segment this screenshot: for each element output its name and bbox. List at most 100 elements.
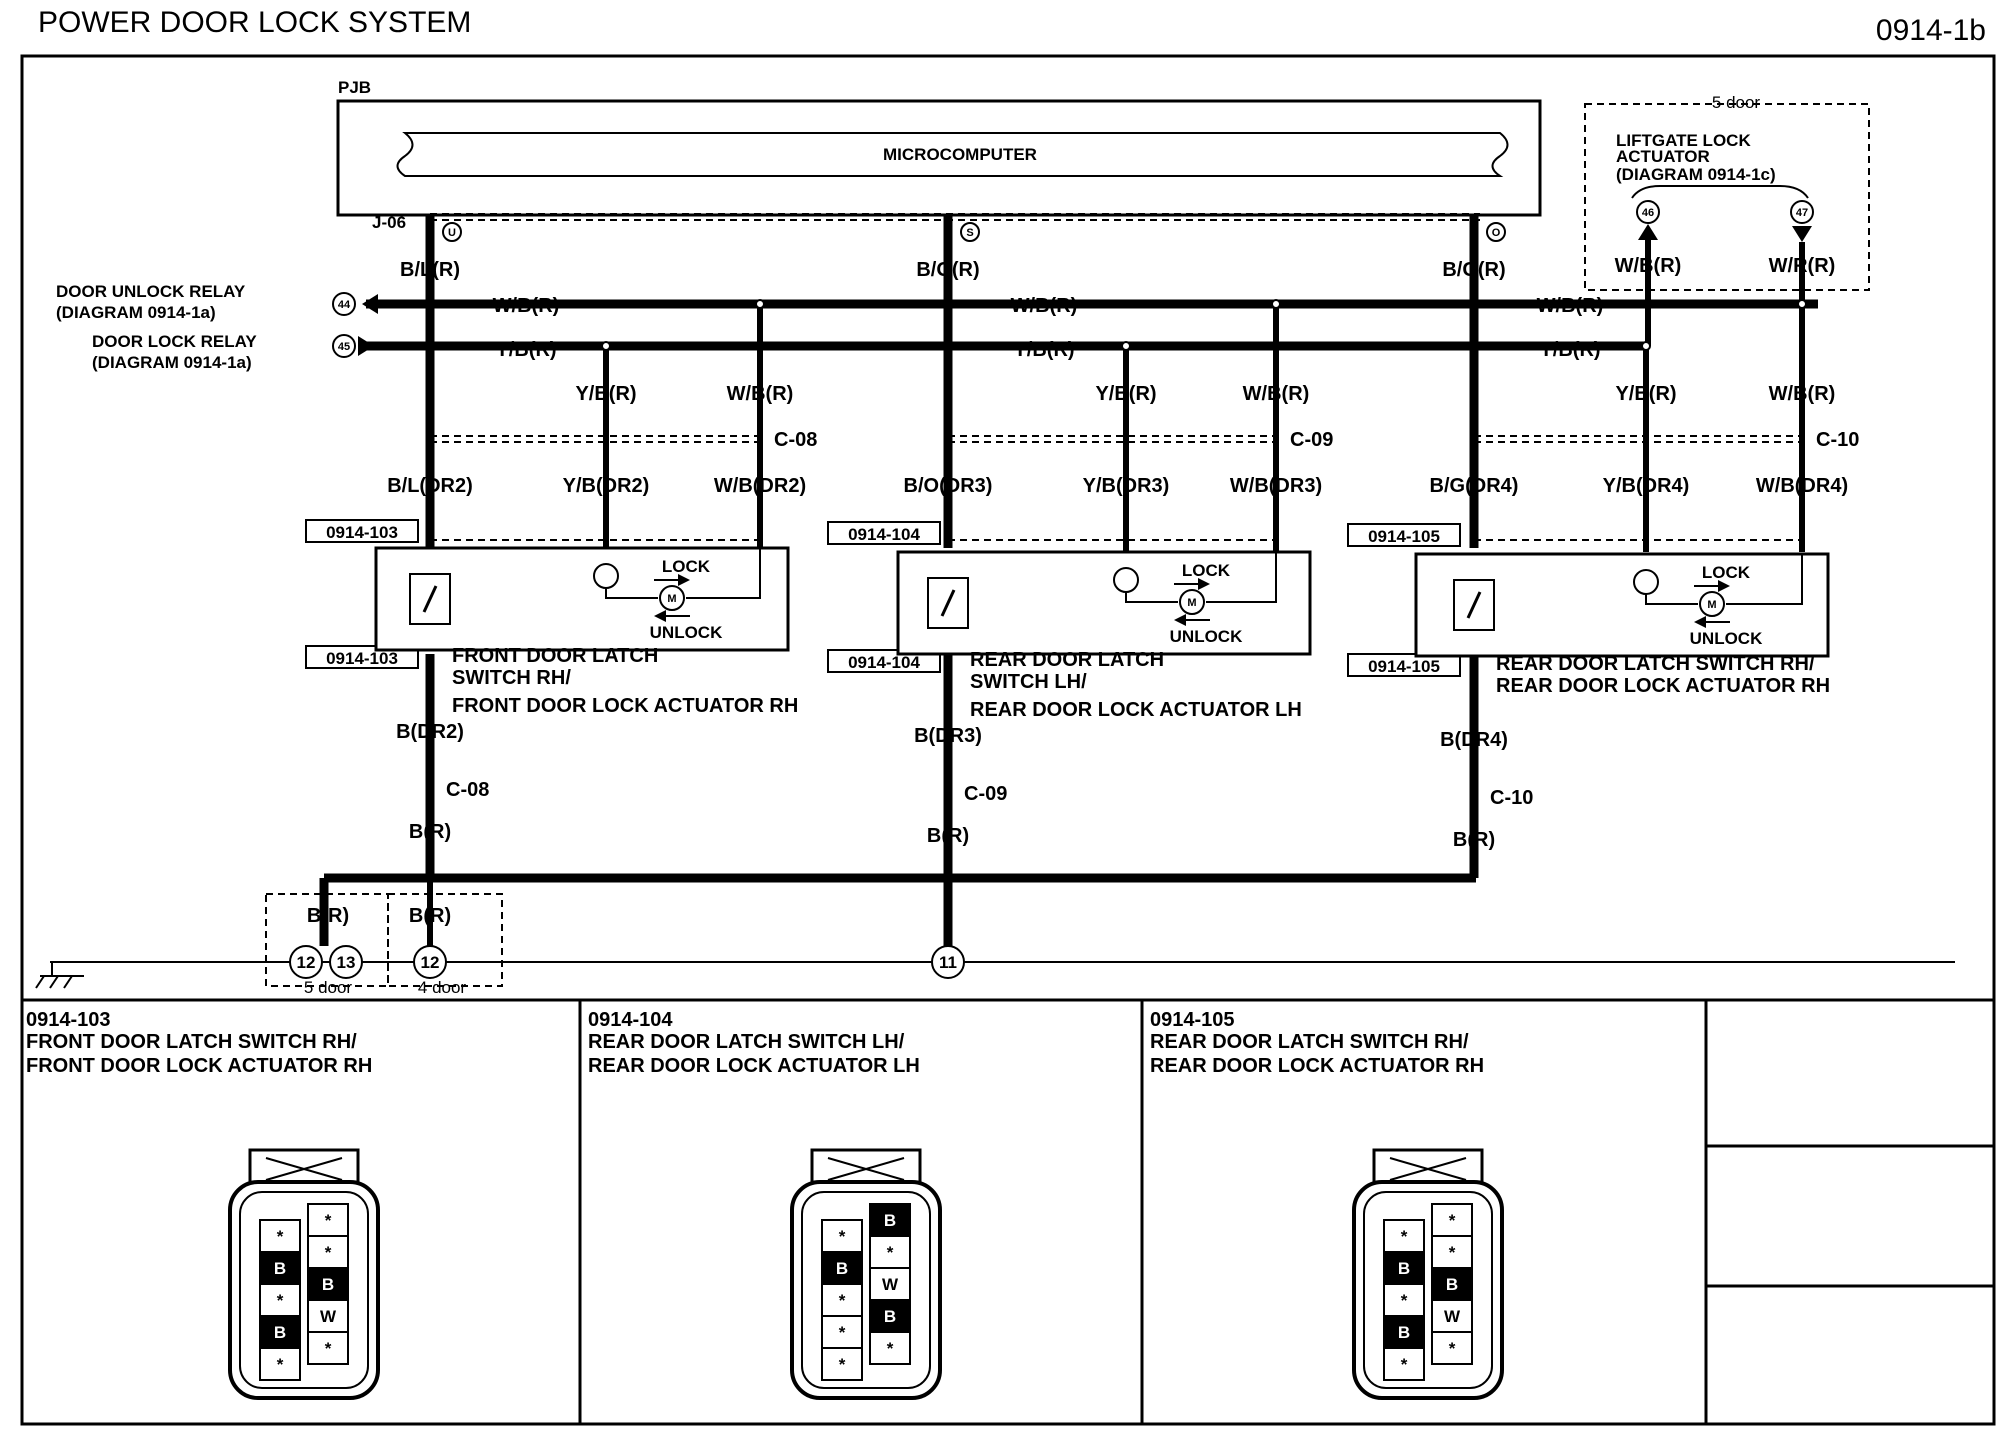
feed-dr-label: B/G(DR4) xyxy=(1430,475,1519,497)
connector-pin-text: B xyxy=(274,1323,286,1342)
connector-name-line2: FRONT DOOR LOCK ACTUATOR RH xyxy=(26,1055,372,1077)
ground-r-label: B(R) xyxy=(1453,829,1495,851)
connector-latch-icon xyxy=(1389,1157,1467,1181)
connector-pin-text: B xyxy=(884,1307,896,1326)
pjb-pin-circle xyxy=(1486,222,1506,242)
liftgate-down-arrow-icon xyxy=(1792,226,1812,242)
unlock-dr-label: W/B(DR2) xyxy=(714,475,806,497)
ground-connector-label: C-10 xyxy=(1490,787,1533,809)
latch-switch-contact xyxy=(422,585,438,613)
component-code-tag-top xyxy=(827,521,941,545)
ground-dr-label: B(DR3) xyxy=(914,725,982,747)
connector-pin-cell xyxy=(1431,1267,1473,1301)
pjb-pin: U xyxy=(448,227,456,239)
connector-name-line1: REAR DOOR LATCH SWITCH RH/ xyxy=(1150,1031,1469,1053)
connector-pin-text: * xyxy=(839,1227,846,1246)
component-code: 0914-105 xyxy=(1368,657,1440,676)
connector-pin-cell xyxy=(1431,1331,1473,1365)
connector-pin-text: * xyxy=(325,1243,332,1262)
pjb-pin-circle xyxy=(442,222,462,242)
harness-connector-label: C-08 xyxy=(774,429,817,451)
connector-body-inner xyxy=(801,1191,931,1389)
connector-pin-cell xyxy=(1383,1283,1425,1317)
door-columns: U B/L(R) W/B(R) Y/B(R) Y/B(R) W/B(R) C-08B/L(D… xyxy=(305,214,1859,878)
lock-drop-label: Y/B(R) xyxy=(1095,383,1156,405)
liftgate-wire-right-label: W/R(R) xyxy=(1769,255,1836,277)
pin-circle xyxy=(413,945,447,979)
sheet-frame xyxy=(20,54,1996,1426)
connector-pin-text: * xyxy=(277,1355,284,1374)
bus-unlock-label: W/B(R) xyxy=(1537,295,1604,317)
j06-label: J-06 xyxy=(372,213,406,232)
component-code: 0914-104 xyxy=(848,653,920,672)
splice-dot xyxy=(1271,299,1281,309)
microcomputer-label: MICROCOMPUTER xyxy=(883,145,1037,164)
connector-pin-text: * xyxy=(839,1291,846,1310)
actuator-wire xyxy=(1645,554,1803,605)
harness-connector-label: C-10 xyxy=(1816,429,1859,451)
connector-latch-icon xyxy=(827,1157,905,1181)
component-name-line1: REAR DOOR LATCH xyxy=(970,649,1164,671)
latch-switch-icon xyxy=(927,577,969,629)
ground-dr-label: B(DR2) xyxy=(396,721,464,743)
liftgate-box xyxy=(1584,103,1870,291)
latch-switch-contact xyxy=(1466,591,1482,619)
component-code: 0914-103 xyxy=(326,649,398,668)
ground-dr-label: B(DR4) xyxy=(1440,729,1508,751)
latch-switch-icon xyxy=(1453,579,1495,631)
connector-pin-text: W xyxy=(882,1275,899,1294)
component-name-line3: FRONT DOOR LOCK ACTUATOR RH xyxy=(452,695,798,717)
connector-pin-cell xyxy=(869,1331,911,1365)
motor-icon xyxy=(1699,591,1725,617)
liftgate-wire-left-label: W/B(R) xyxy=(1615,255,1682,277)
feed-wire-label: B/L(R) xyxy=(400,259,460,281)
ground-4door-label: 4 door xyxy=(418,978,467,997)
unlock-label: UNLOCK xyxy=(1170,627,1243,646)
component-name-line2: SWITCH RH/ xyxy=(452,667,571,689)
connector-pin-cell xyxy=(1383,1347,1425,1381)
pin-45: 45 xyxy=(338,341,350,353)
door-lock-relay-ref: (DIAGRAM 0914-1a) xyxy=(92,353,252,372)
liftgate-line1: LIFTGATE LOCK xyxy=(1616,131,1751,150)
component-code-tag-top xyxy=(305,519,419,543)
ground-r-label: B(R) xyxy=(927,825,969,847)
component-name-line1: REAR DOOR LATCH SWITCH RH/ xyxy=(1496,653,1815,675)
lock-label: LOCK xyxy=(1702,563,1751,582)
component-name-line2: SWITCH LH/ xyxy=(970,671,1087,693)
pin-circle xyxy=(289,945,323,979)
connector-pin-cell xyxy=(821,1283,863,1317)
connector-pin-text: * xyxy=(1401,1291,1408,1310)
connector-pin-cell xyxy=(869,1267,911,1301)
connector-pin-text: B xyxy=(322,1275,334,1294)
feed-dr-label: B/L(DR2) xyxy=(387,475,473,497)
motor-label: M xyxy=(1187,597,1196,609)
connector-name-line1: FRONT DOOR LATCH SWITCH RH/ xyxy=(26,1031,357,1053)
component-name-line2: REAR DOOR LOCK ACTUATOR RH xyxy=(1496,675,1830,697)
pjb-pin-circle xyxy=(960,222,980,242)
lock-arrow-icon xyxy=(358,336,374,356)
door-lock-relay-label: DOOR LOCK RELAY xyxy=(92,332,257,351)
connector-latch-icon xyxy=(265,1157,343,1181)
pin-circle xyxy=(1636,200,1660,224)
connector-pin-text: B xyxy=(836,1259,848,1278)
lock-drop-label: Y/B(R) xyxy=(575,383,636,405)
connector-pin-text: * xyxy=(1401,1227,1408,1246)
connector-body xyxy=(790,1180,942,1400)
bus-unlock-label: W/B(R) xyxy=(1011,295,1078,317)
actuator-wire xyxy=(605,548,761,599)
connector-pin-cell xyxy=(307,1203,349,1237)
ground-5door-label: 5 door xyxy=(304,978,353,997)
connector-pin-text: W xyxy=(320,1307,337,1326)
feed-wire-label: B/O(R) xyxy=(916,259,979,281)
harness-connector-label: C-09 xyxy=(1290,429,1333,451)
connector-pin-cell xyxy=(1383,1315,1425,1349)
liftgate-bracket xyxy=(1631,185,1809,199)
connector-body-inner xyxy=(239,1191,369,1389)
door-unlock-relay-ref: (DIAGRAM 0914-1a) xyxy=(56,303,216,322)
lock-label: LOCK xyxy=(1182,561,1231,580)
connector-pin-cell xyxy=(307,1235,349,1269)
connector-pin-cell xyxy=(869,1299,911,1333)
unlock-label: UNLOCK xyxy=(1690,629,1763,648)
connector-name-line1: REAR DOOR LATCH SWITCH LH/ xyxy=(588,1031,905,1053)
motor-label: M xyxy=(667,593,676,605)
